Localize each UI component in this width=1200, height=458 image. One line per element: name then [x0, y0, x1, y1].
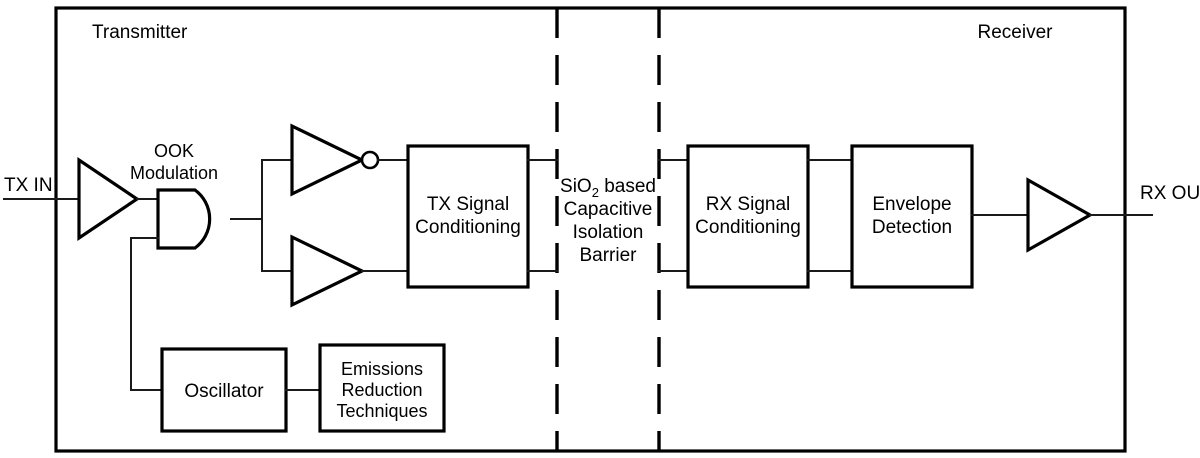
inverter-top-bubble-icon	[360, 150, 380, 170]
block-envelope-detection-line1: Envelope	[872, 194, 951, 215]
rx-out-port-label: RX OUT	[1140, 183, 1200, 204]
output-buffer-triangle	[1026, 177, 1094, 253]
input-buffer-triangle	[77, 156, 140, 242]
isolation-barrier-label-line2: Capacitive	[564, 199, 653, 220]
isolation-barrier-sio-subscript: 2	[592, 185, 599, 200]
and-gate-shape	[156, 188, 212, 250]
block-rx-signal-conditioning-line1: RX Signal	[706, 194, 791, 215]
transmitter-section-label: Transmitter	[92, 22, 188, 43]
isolation-barrier-sio-suffix: based	[599, 176, 656, 197]
buffer-bottom-triangle	[290, 234, 366, 308]
block-emissions-reduction-line1: Emissions	[341, 359, 423, 379]
ook-modulation-label-line1: OOK	[154, 141, 194, 161]
tx-in-port-label: TX IN	[4, 175, 53, 196]
block-oscillator-label: Oscillator	[184, 381, 264, 402]
block-emissions-reduction	[318, 343, 446, 433]
block-rx-signal-conditioning	[686, 144, 810, 289]
isolation-barrier-label-line1: SiO2 based	[560, 176, 656, 200]
inverter-top-triangle	[290, 123, 366, 197]
block-emissions-reduction-line3: Techniques	[336, 401, 427, 421]
system-boundary-frame	[54, 6, 1127, 453]
block-tx-signal-conditioning-line1: TX Signal	[427, 194, 509, 215]
block-emissions-reduction-line2: Reduction	[341, 380, 422, 400]
receiver-section-label: Receiver	[978, 22, 1054, 43]
block-envelope-detection-line2: Detection	[872, 217, 952, 238]
isolation-barrier-label-line3: Isolation	[573, 222, 644, 243]
block-envelope-detection	[850, 144, 974, 289]
isolation-barrier-label-line4: Barrier	[579, 245, 637, 266]
block-tx-signal-conditioning	[406, 144, 530, 289]
ook-modulation-label-line2: Modulation	[130, 163, 218, 183]
isolation-barrier-sio-prefix: SiO	[560, 176, 592, 197]
block-rx-signal-conditioning-line2: Conditioning	[695, 217, 801, 238]
block-oscillator	[160, 347, 288, 433]
block-tx-signal-conditioning-line2: Conditioning	[415, 217, 521, 238]
